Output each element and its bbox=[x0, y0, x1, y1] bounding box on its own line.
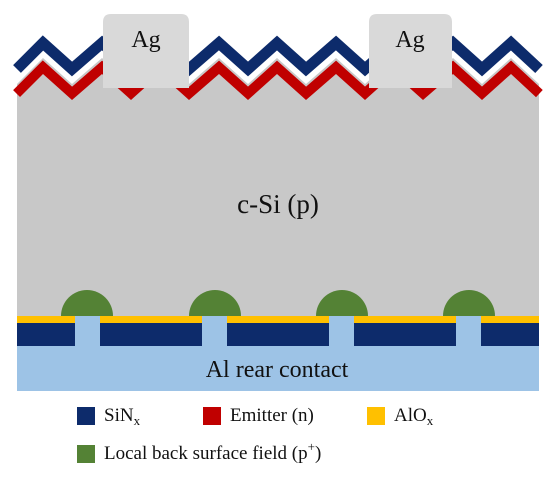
lbsf-region-1 bbox=[61, 290, 113, 316]
rear-contact-opening-1 bbox=[75, 316, 100, 347]
rear-sinx-layer bbox=[17, 322, 539, 346]
rear-contact-opening-4 bbox=[456, 316, 481, 347]
rear-contact-label: Al rear contact bbox=[206, 357, 349, 383]
lbsf-region-3 bbox=[316, 290, 368, 316]
bulk-label: c-Si (p) bbox=[237, 189, 319, 219]
ag-contact-left bbox=[103, 14, 189, 88]
front-sinx-layer bbox=[13, 35, 543, 77]
ag-contact-right bbox=[369, 14, 452, 88]
rear-contact-opening-3 bbox=[329, 316, 354, 347]
ag-left-label: Ag bbox=[131, 27, 160, 53]
silicon-bulk bbox=[17, 58, 539, 316]
alox-layer bbox=[17, 316, 539, 323]
lbsf-region-2 bbox=[189, 290, 241, 316]
emitter-layer bbox=[13, 60, 543, 102]
lbsf-region-4 bbox=[443, 290, 495, 316]
rear-contact-opening-2 bbox=[202, 316, 227, 347]
ag-right-label: Ag bbox=[395, 27, 424, 53]
